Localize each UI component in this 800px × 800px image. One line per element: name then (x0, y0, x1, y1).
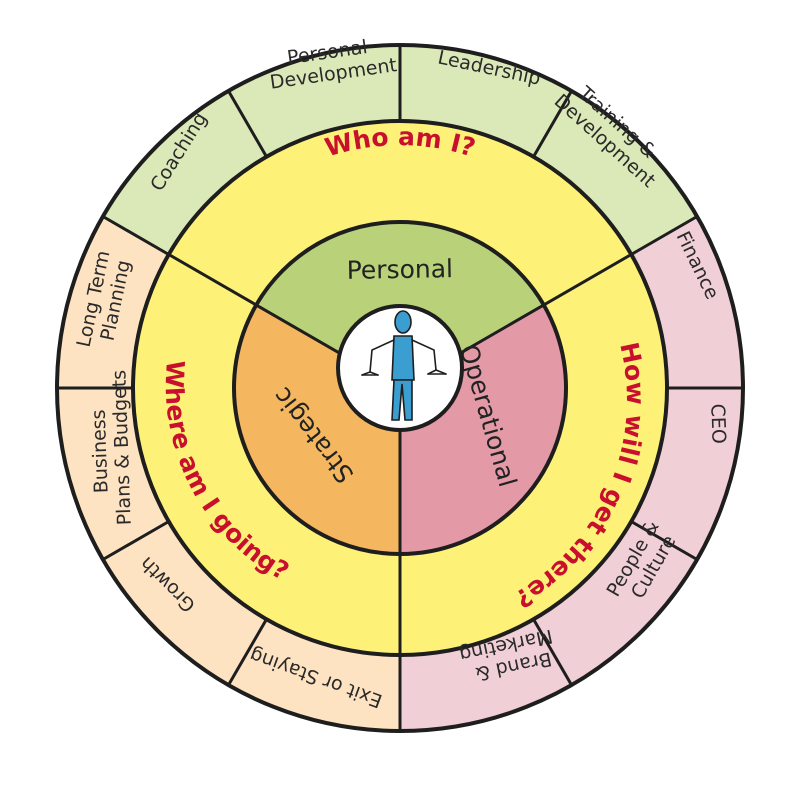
outer-segment-growth (102, 521, 267, 686)
business-line2: Plans & Budgets (108, 370, 135, 526)
outer-label-business-plans: Business Plans & Budgets (86, 370, 135, 527)
outer-segment-personal-development (228, 45, 400, 157)
outer-divider (101, 520, 171, 561)
outer-segment-training-development (533, 90, 698, 255)
middle-segment-where-am-i-going (132, 254, 400, 656)
outer-divider (532, 617, 573, 687)
outer-segment-exit-or-staying (228, 619, 400, 731)
outer-label-ceo: CEO (706, 403, 729, 444)
business-line1: Business (88, 409, 113, 494)
outer-divider (227, 617, 268, 687)
outer-segment-finance (631, 216, 743, 388)
inner-label-personal: Personal (346, 254, 453, 285)
outer-ring (57, 45, 743, 731)
outer-divider (629, 520, 699, 561)
balance-figure-icon (361, 310, 447, 421)
outer-segment-brand-marketing (400, 619, 572, 731)
outer-segment-people-culture (533, 521, 698, 686)
middle-ring (132, 121, 667, 656)
outer-divider (629, 215, 699, 256)
middle-segment-who-am-i (168, 121, 632, 306)
outer-divider (227, 89, 268, 159)
outer-divider (532, 89, 573, 159)
middle-segment-how-will-i-get-there (400, 254, 667, 655)
outer-divider (101, 215, 171, 256)
outer-segment-ceo (631, 388, 743, 560)
outer-segment-business-plans-budgets (57, 388, 169, 560)
outer-segment-long-term-planning (57, 216, 169, 388)
outer-label-personal-development: Personal Development (265, 32, 398, 93)
outer-segment-coaching (102, 90, 267, 255)
outer-segment-leadership (400, 45, 572, 157)
